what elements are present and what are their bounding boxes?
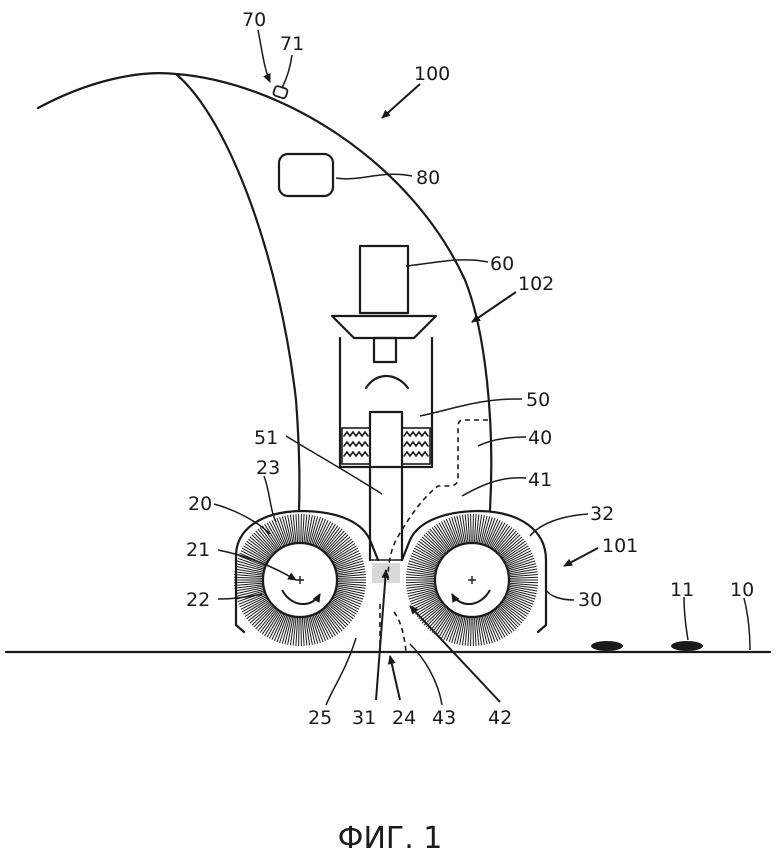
label-101: 101 <box>602 535 638 557</box>
brush-bristle <box>301 618 302 646</box>
label-31: 31 <box>352 707 376 729</box>
label-24: 24 <box>392 707 416 729</box>
label-102: 102 <box>518 273 554 295</box>
brush-bristle <box>338 577 366 578</box>
label-50: 50 <box>526 389 550 411</box>
brush-bristle <box>468 514 470 542</box>
brush-bristle <box>406 582 434 583</box>
brush-bristle <box>471 514 472 542</box>
motor-shaft <box>374 338 396 362</box>
label-30: 30 <box>578 589 602 611</box>
motor-mount <box>332 316 436 338</box>
label-10: 10 <box>730 579 754 601</box>
brush-bristle <box>510 582 538 583</box>
brush-bristle <box>474 618 476 646</box>
rotation-arrow-left <box>282 590 320 604</box>
duct-43 <box>394 612 406 652</box>
brush-bristle <box>473 514 474 542</box>
brush-bristle <box>473 618 474 646</box>
filter-left <box>342 428 370 464</box>
motor-60 <box>360 246 408 313</box>
brush-bristle <box>338 582 366 583</box>
brush-bristle <box>406 577 434 578</box>
label-23: 23 <box>256 457 280 479</box>
label-60: 60 <box>490 253 514 275</box>
label-11: 11 <box>670 579 694 601</box>
label-41: 41 <box>528 469 552 491</box>
label-32: 32 <box>590 503 614 525</box>
label-100: 100 <box>414 63 450 85</box>
label-43: 43 <box>432 707 456 729</box>
brush-bristle <box>301 514 302 542</box>
brush-bristle <box>474 514 476 542</box>
leader-lines <box>214 30 750 705</box>
sensor-71 <box>273 85 288 99</box>
brush-bristle <box>299 618 300 646</box>
label-71: 71 <box>280 33 304 55</box>
label-42: 42 <box>488 707 512 729</box>
label-40: 40 <box>528 427 552 449</box>
brush-bristle <box>302 514 304 542</box>
brush-bristle <box>296 514 298 542</box>
rotation-arrow-right <box>452 590 490 604</box>
container-deflector <box>366 376 408 388</box>
label-22: 22 <box>186 589 210 611</box>
brush-bristle <box>234 582 262 583</box>
label-21: 21 <box>186 539 210 561</box>
brush-bristle <box>296 618 298 646</box>
filter-right <box>402 428 430 464</box>
brush-bristle <box>234 577 262 578</box>
brush-housing-30-lip <box>538 625 546 632</box>
container-50 <box>340 338 432 467</box>
label-51: 51 <box>254 427 278 449</box>
axis-30 <box>468 576 476 584</box>
brush-bristle <box>471 618 472 646</box>
axis-21 <box>296 576 304 584</box>
brush-bristle <box>302 618 304 646</box>
control-unit-80 <box>279 154 333 196</box>
brush-housing-20-lip <box>236 625 244 632</box>
label-80: 80 <box>416 167 440 189</box>
housing-inner-contour <box>176 74 299 510</box>
figure-caption: ФИГ. 1 <box>338 821 443 856</box>
brush-bristle <box>299 514 300 542</box>
suction-channel-51 <box>370 412 402 560</box>
dirt-particle <box>671 641 703 651</box>
brush-bristle <box>468 618 470 646</box>
label-25: 25 <box>308 707 332 729</box>
dirt-particle <box>591 641 623 651</box>
label-20: 20 <box>188 493 212 515</box>
label-70: 70 <box>242 9 266 31</box>
brush-bristle <box>510 577 538 578</box>
